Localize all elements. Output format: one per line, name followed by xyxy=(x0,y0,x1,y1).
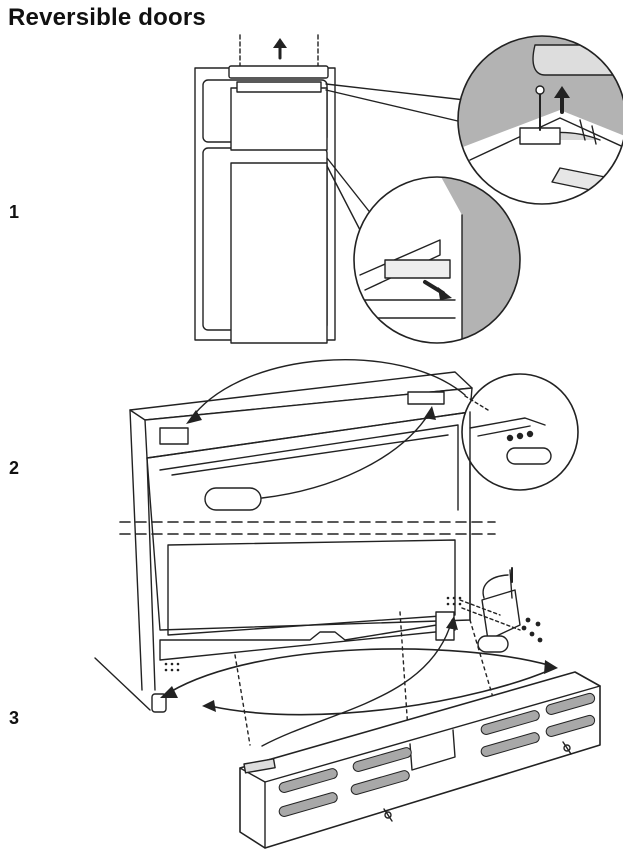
door-handle-slot-right xyxy=(407,391,445,405)
hinge-parts-exploded xyxy=(459,567,543,653)
arrow-down-right-icon xyxy=(423,280,452,300)
fridge-door xyxy=(230,162,328,344)
door-panel-lower xyxy=(167,539,456,636)
vent-slot xyxy=(352,747,412,772)
door-handle xyxy=(204,487,262,511)
curved-arrow-icon xyxy=(186,359,466,424)
curved-arrow-icon xyxy=(160,648,558,698)
screw-icon xyxy=(562,741,572,755)
vent-slot xyxy=(480,710,540,735)
step-3-illustration xyxy=(94,539,601,849)
step-number-3: 3 xyxy=(9,708,20,728)
curved-arrow-icon xyxy=(261,616,458,747)
vent-slot xyxy=(545,714,596,737)
step-number-1: 1 xyxy=(9,202,20,222)
page-title: Reversible doors xyxy=(8,4,206,31)
curved-arrow-icon xyxy=(261,406,436,499)
freezer-door xyxy=(230,87,328,151)
top-hinge-cover xyxy=(228,65,329,79)
vent-holes-right xyxy=(446,596,462,606)
screw-icon xyxy=(383,808,393,822)
vent-slot xyxy=(278,768,338,793)
step-2-illustration xyxy=(119,359,579,691)
cabinet-foot xyxy=(151,693,167,713)
vent-slot xyxy=(480,732,540,757)
vent-holes-left xyxy=(164,662,180,672)
screw-icon xyxy=(535,85,545,95)
detail-circle-handle-parts xyxy=(461,373,579,491)
arrow-up-icon xyxy=(554,86,570,114)
door-handle-slot-left xyxy=(159,427,189,445)
vent-slot xyxy=(350,770,410,795)
arrow-up-icon xyxy=(273,38,287,60)
vent-slot xyxy=(545,692,596,715)
detail-circle-top-hinge xyxy=(457,35,623,205)
curved-arrow-icon xyxy=(202,669,551,716)
vent-slot xyxy=(278,792,338,817)
kickplate-opening xyxy=(159,621,456,661)
step-number-2: 2 xyxy=(9,458,20,478)
step-1-illustration xyxy=(194,34,623,344)
detail-circle-middle-hinge xyxy=(353,176,521,344)
kickplate-grille xyxy=(239,671,601,849)
